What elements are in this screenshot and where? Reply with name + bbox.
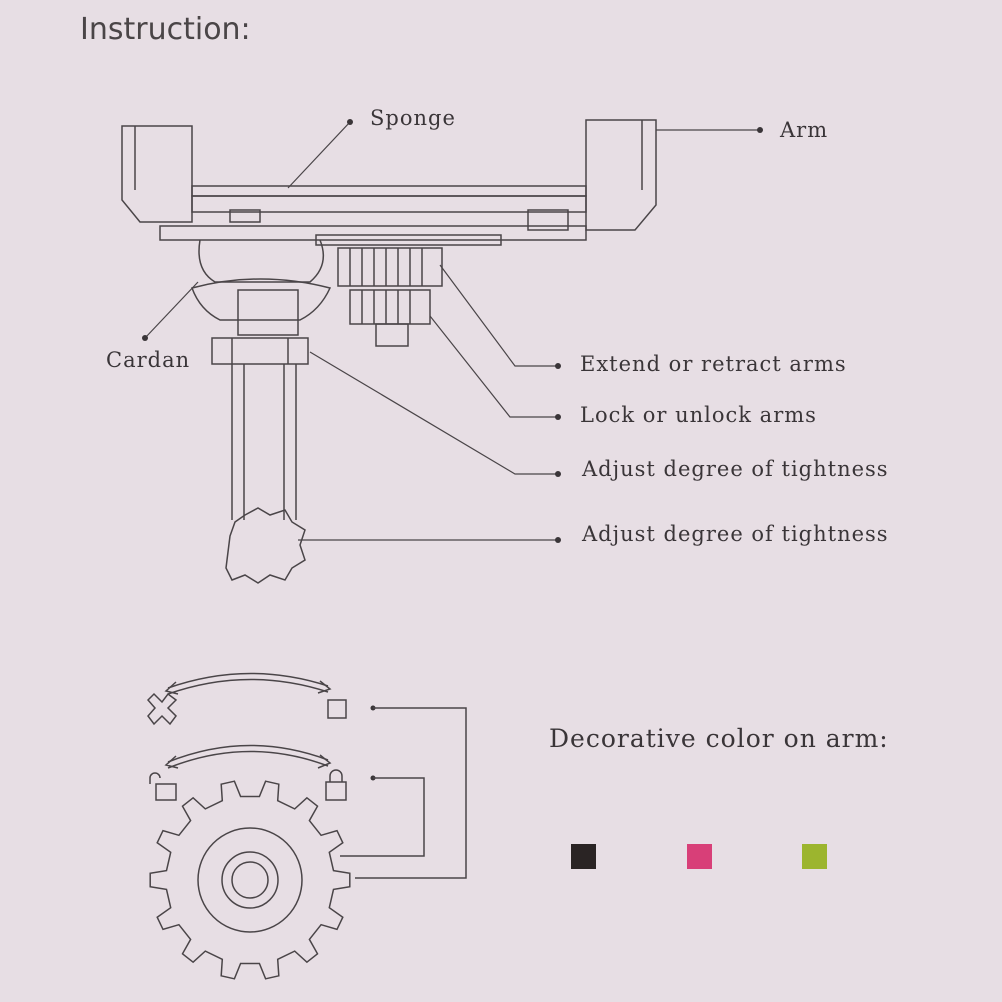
color-swatch-green	[802, 844, 827, 869]
label-tightness-2: Adjust degree of tightness	[582, 522, 889, 546]
big-gear	[149, 780, 351, 980]
locked-square-icon	[327, 699, 347, 719]
color-swatch-pink	[687, 844, 712, 869]
color-swatch-black	[571, 844, 596, 869]
label-cardan: Cardan	[106, 348, 191, 372]
right-arm	[585, 119, 657, 231]
sponge-bar	[191, 185, 587, 197]
tightness-knob	[225, 507, 306, 584]
decorative-heading: Decorative color on arm:	[549, 724, 889, 753]
label-extend: Extend or retract arms	[580, 352, 847, 376]
label-arm: Arm	[780, 118, 829, 142]
extend-gear	[337, 247, 443, 287]
left-arm	[121, 125, 193, 223]
unlocked-square-icon	[146, 692, 178, 726]
label-tightness-1: Adjust degree of tightness	[582, 457, 889, 481]
lock-icon	[325, 781, 347, 801]
label-sponge: Sponge	[370, 106, 456, 130]
label-lock: Lock or unlock arms	[580, 403, 817, 427]
lock-arrow	[167, 672, 329, 689]
page-title: Instruction:	[80, 12, 251, 47]
unlock-icon	[155, 783, 177, 801]
